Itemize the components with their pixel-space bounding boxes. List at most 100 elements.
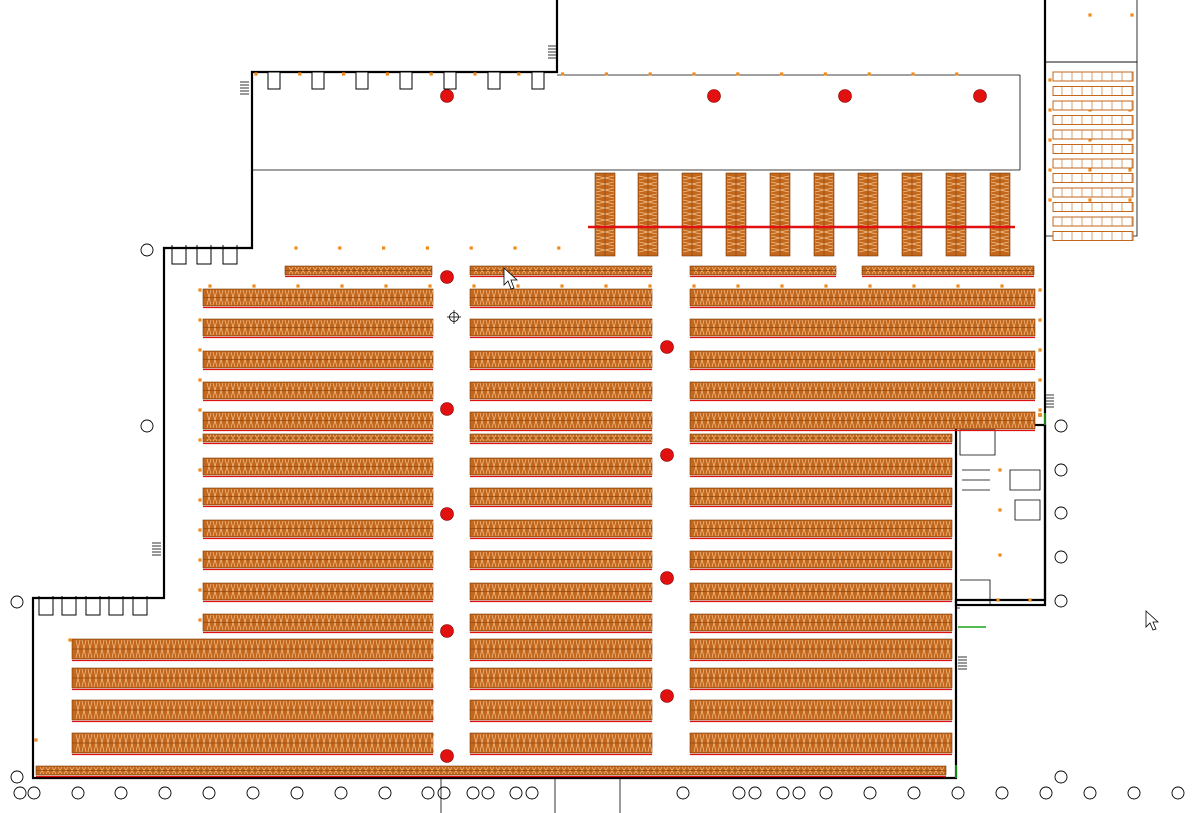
light-fixture bbox=[998, 508, 1002, 512]
dock-door bbox=[222, 245, 238, 265]
light-fixture bbox=[1028, 598, 1032, 602]
light-fixture bbox=[780, 72, 784, 76]
shelf-body bbox=[1052, 202, 1134, 212]
light-fixture bbox=[998, 553, 1002, 557]
light-fixture bbox=[340, 284, 344, 288]
column-marker bbox=[660, 689, 674, 703]
shelf-body bbox=[1052, 173, 1134, 183]
shelf-dividers bbox=[1061, 101, 1133, 110]
rack-row bbox=[689, 550, 953, 571]
light-fixture bbox=[1038, 288, 1042, 292]
grid-bubble bbox=[202, 786, 216, 800]
light-fixture bbox=[342, 72, 346, 76]
grid-bubble bbox=[1127, 786, 1141, 800]
grid-bubble bbox=[819, 786, 833, 800]
shelf-dividers bbox=[1061, 231, 1133, 241]
rack-column bbox=[813, 172, 835, 257]
rack-row bbox=[689, 411, 1036, 432]
shelf-body bbox=[1052, 100, 1134, 111]
light-fixture bbox=[1038, 408, 1042, 412]
grid-bubble bbox=[907, 786, 921, 800]
light-fixture bbox=[198, 318, 202, 322]
light-fixture bbox=[823, 72, 827, 76]
column-marker bbox=[440, 507, 454, 521]
dock-door bbox=[108, 596, 124, 616]
rack-row bbox=[469, 433, 653, 445]
rack-row bbox=[689, 487, 953, 508]
light-fixture bbox=[868, 284, 872, 288]
light-fixture bbox=[1038, 413, 1042, 417]
light-fixture bbox=[516, 284, 520, 288]
grid-bubble bbox=[1054, 550, 1068, 564]
rack-row bbox=[469, 381, 653, 402]
rack-row bbox=[469, 457, 653, 478]
light-fixture bbox=[1038, 348, 1042, 352]
dock-doors bbox=[38, 45, 1054, 670]
building-walls bbox=[31, 0, 1138, 780]
grid-bubble bbox=[290, 786, 304, 800]
light-fixture bbox=[1088, 138, 1092, 142]
grid-bubble bbox=[334, 786, 348, 800]
rack-row bbox=[689, 318, 1036, 339]
stair-symbol bbox=[152, 542, 161, 556]
light-fixture bbox=[1088, 168, 1092, 172]
light-fixture bbox=[1038, 378, 1042, 382]
column-marker bbox=[660, 340, 674, 354]
light-fixture bbox=[1048, 78, 1052, 82]
light-fixture bbox=[198, 408, 202, 412]
shelf-body bbox=[1052, 158, 1134, 169]
grid-bubble bbox=[776, 786, 790, 800]
light-fixture bbox=[198, 468, 202, 472]
dock-door bbox=[38, 596, 54, 616]
dock-door bbox=[355, 71, 369, 90]
grid-bubble bbox=[863, 786, 877, 800]
light-fixture bbox=[1128, 198, 1132, 202]
shelf-row bbox=[1052, 71, 1134, 82]
light-fixture bbox=[1038, 318, 1042, 322]
light-fixture bbox=[198, 378, 202, 382]
dock-door bbox=[443, 71, 457, 90]
shelf-body bbox=[1052, 129, 1134, 140]
light-fixture bbox=[296, 284, 300, 288]
light-fixture bbox=[198, 288, 202, 292]
light-fixture bbox=[824, 284, 828, 288]
grid-bubble bbox=[114, 786, 128, 800]
rack-row bbox=[469, 582, 653, 603]
rack-row bbox=[861, 265, 1035, 278]
grid-bubble bbox=[995, 786, 1009, 800]
rack-row bbox=[202, 550, 434, 571]
rack-row bbox=[202, 350, 434, 371]
shelf-row bbox=[1052, 158, 1134, 169]
column-marker bbox=[660, 571, 674, 585]
shelf-dividers bbox=[1061, 130, 1133, 139]
rack-row bbox=[689, 638, 953, 662]
light-fixture bbox=[736, 284, 740, 288]
dock-door bbox=[85, 596, 101, 616]
rack-column bbox=[945, 172, 967, 257]
rack-row bbox=[469, 288, 653, 309]
rack-row bbox=[202, 318, 434, 339]
grid-bubble bbox=[10, 595, 24, 609]
rack-row bbox=[689, 732, 953, 756]
rack-row bbox=[469, 350, 653, 371]
rack-row bbox=[71, 699, 435, 723]
light-fixture bbox=[692, 72, 696, 76]
door-markers bbox=[955, 413, 1046, 778]
rack-row bbox=[469, 411, 653, 432]
dock-door bbox=[311, 71, 325, 90]
light-fixture bbox=[382, 246, 386, 250]
light-fixture bbox=[1000, 284, 1004, 288]
shelf-body bbox=[1052, 187, 1134, 198]
stair-symbol bbox=[958, 656, 967, 670]
light-fixture bbox=[425, 246, 429, 250]
light-fixture bbox=[956, 284, 960, 288]
rack-row bbox=[202, 519, 434, 540]
shelf-dividers bbox=[1061, 173, 1133, 183]
grid-bubble bbox=[140, 419, 154, 433]
grid-bubble bbox=[509, 786, 523, 800]
shelf-dividers bbox=[1061, 202, 1133, 212]
rack-row bbox=[202, 457, 434, 478]
light-fixture bbox=[692, 284, 696, 288]
